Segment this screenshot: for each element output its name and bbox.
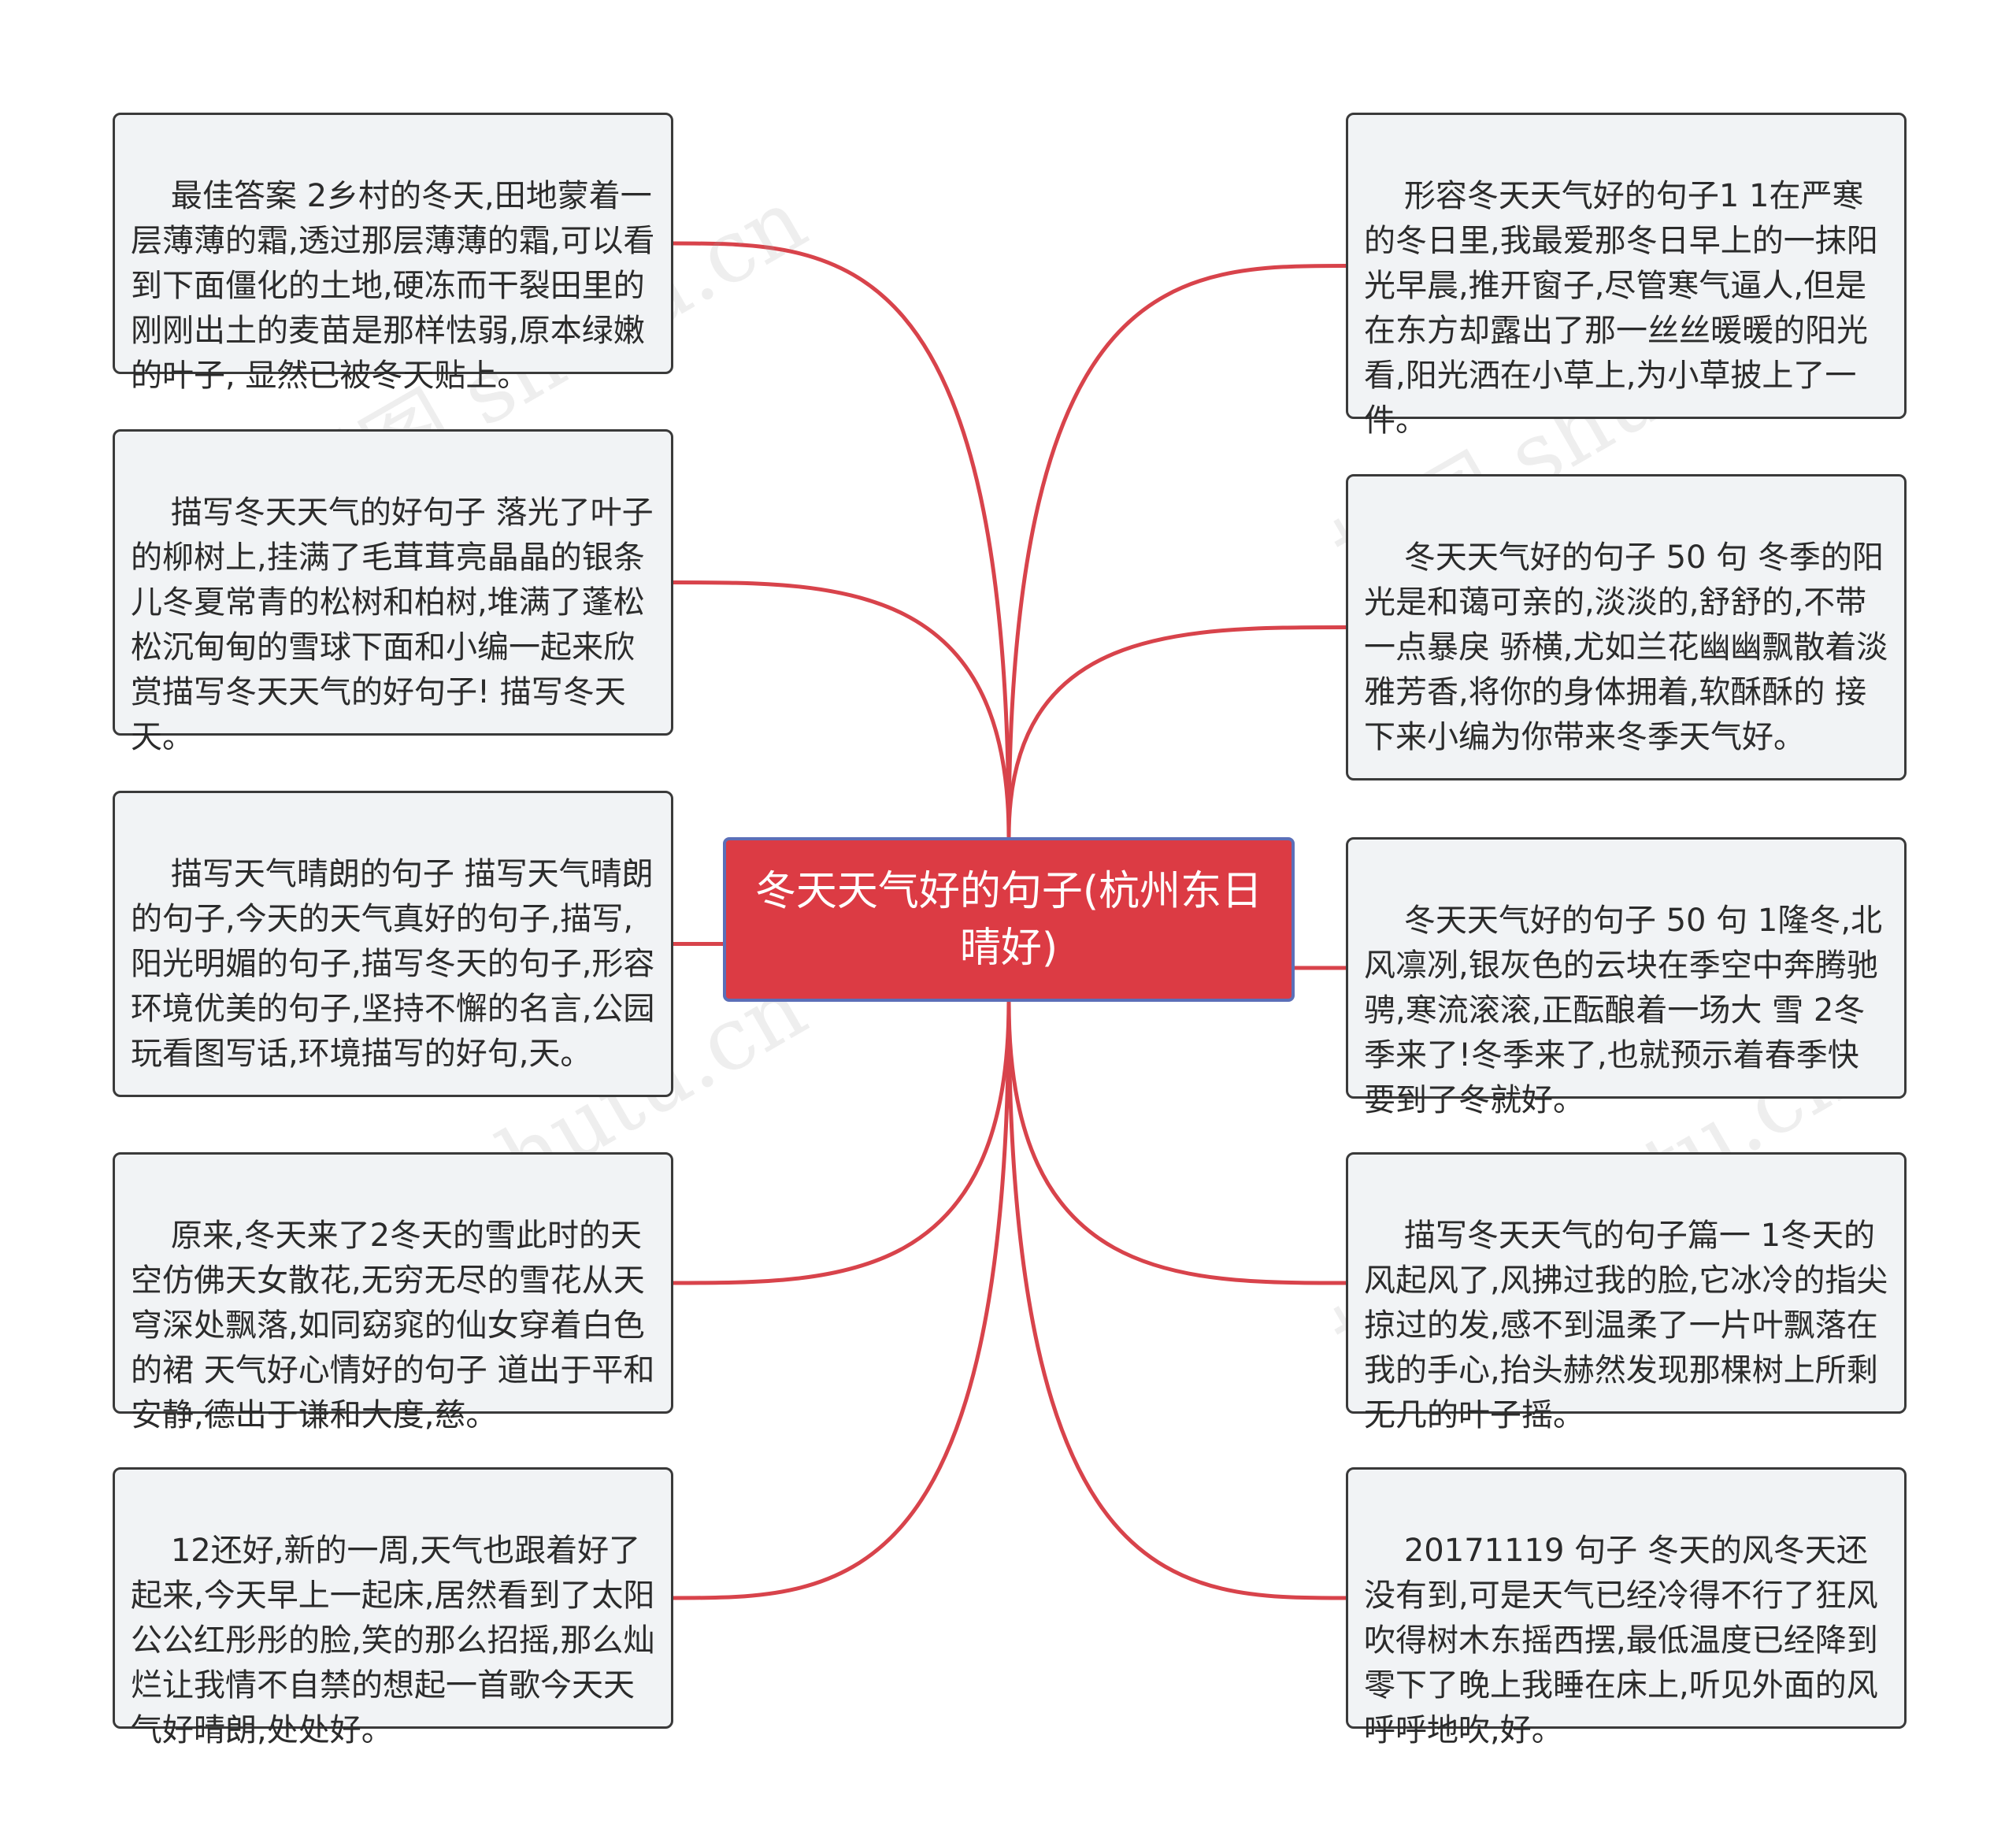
node-text: 原来,冬天来了2冬天的雪此时的天空仿佛天女散花,无穷无尽的雪花从天穹深处飘落,如…	[131, 1218, 655, 1433]
left-node-4[interactable]: 原来,冬天来了2冬天的雪此时的天空仿佛天女散花,无穷无尽的雪花从天穹深处飘落,如…	[113, 1152, 673, 1433]
connector-right-4	[1006, 999, 1348, 1285]
right-node-2[interactable]: 冬天天气好的句子 50 句 冬季的阳光是和蔼可亲的,淡淡的,舒舒的,不带一点暴戾…	[1346, 474, 1907, 780]
node-text: 最佳答案 2乡村的冬天,田地蒙着一层薄薄的霜,透过那层薄薄的霜,可以看到下面僵化…	[131, 178, 655, 394]
node-text: 冬天天气好的句子 50 句 1隆冬,北风凛冽,银灰色的云块在季空中奔腾驰骋,寒流…	[1364, 903, 1883, 1118]
right-node-5[interactable]: 20171119 句子 冬天的风冬天还没有到,可是天气已经冷得不行了狂风吹得树木…	[1346, 1467, 1907, 1748]
node-text: 描写冬天天气的句子篇一 1冬天的风起风了,风拂过我的脸,它冰冷的指尖掠过的发,感…	[1364, 1218, 1888, 1433]
left-node-5[interactable]: 12还好,新的一周,天气也跟着好了起来,今天早上一起床,居然看到了太阳公公红彤彤…	[113, 1467, 673, 1748]
node-text: 20171119 句子 冬天的风冬天还没有到,可是天气已经冷得不行了狂风吹得树木…	[1364, 1533, 1878, 1748]
connector-right-1	[1006, 264, 1348, 840]
left-node-1[interactable]: 最佳答案 2乡村的冬天,田地蒙着一层薄薄的霜,透过那层薄薄的霜,可以看到下面僵化…	[113, 113, 673, 394]
connector-left-2	[671, 580, 1011, 840]
left-node-3[interactable]: 描写天气晴朗的句子 描写天气晴朗的句子,今天的天气真好的句子,描写,阳光明媚的句…	[113, 791, 673, 1097]
left-node-2[interactable]: 描写冬天天气的好句子 落光了叶子的柳树上,挂满了毛茸茸亮晶晶的银条儿冬夏常青的松…	[113, 429, 673, 755]
root-node[interactable]: 冬天天气好的句子(杭州东日晴好)	[723, 837, 1295, 1002]
right-node-4[interactable]: 描写冬天天气的句子篇一 1冬天的风起风了,风拂过我的脸,它冰冷的指尖掠过的发,感…	[1346, 1152, 1907, 1433]
connector-left-4	[671, 999, 1011, 1285]
right-node-3[interactable]: 冬天天气好的句子 50 句 1隆冬,北风凛冽,银灰色的云块在季空中奔腾驰骋,寒流…	[1346, 837, 1907, 1118]
root-node-label: 冬天天气好的句子(杭州东日晴好)	[754, 867, 1263, 972]
right-node-1[interactable]: 形容冬天天气好的句子1 1在严寒的冬日里,我最爱那冬日早上的一抹阳光早晨,推开窗…	[1346, 113, 1907, 439]
connector-left-5	[671, 999, 1011, 1600]
node-text: 形容冬天天气好的句子1 1在严寒的冬日里,我最爱那冬日早上的一抹阳光早晨,推开窗…	[1364, 178, 1878, 439]
node-text: 描写冬天天气的好句子 落光了叶子的柳树上,挂满了毛茸茸亮晶晶的银条儿冬夏常青的松…	[131, 495, 654, 755]
connector-right-2	[1006, 625, 1348, 840]
node-text: 12还好,新的一周,天气也跟着好了起来,今天早上一起床,居然看到了太阳公公红彤彤…	[131, 1533, 655, 1748]
node-text: 冬天天气好的句子 50 句 冬季的阳光是和蔼可亲的,淡淡的,舒舒的,不带一点暴戾…	[1364, 539, 1888, 755]
node-text: 描写天气晴朗的句子 描写天气晴朗的句子,今天的天气真好的句子,描写,阳光明媚的句…	[131, 856, 655, 1072]
connector-left-1	[671, 241, 1011, 840]
connector-right-5	[1006, 999, 1348, 1600]
